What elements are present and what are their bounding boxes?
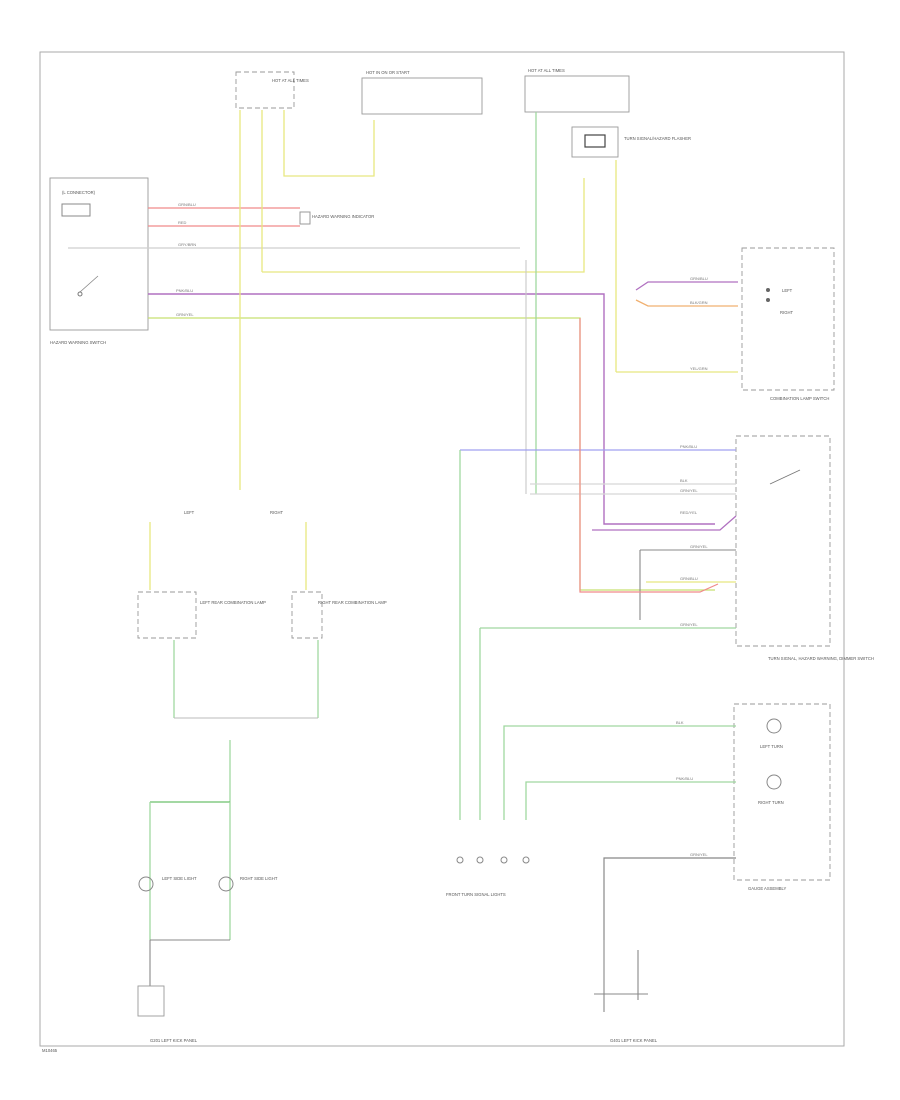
wire-label-9: PNK/BLU bbox=[680, 444, 697, 449]
wire-label-10: BLK bbox=[680, 478, 688, 483]
wire-label-8: BLK/GRN bbox=[690, 300, 708, 305]
left-turn-indicator-label: LEFT TURN bbox=[760, 744, 783, 749]
wire-label-2: RED bbox=[178, 220, 187, 225]
front-turn-lights: FRONT TURN SIGNAL LIGHTS bbox=[446, 856, 530, 897]
wire-label-5: GRN/YEL bbox=[176, 312, 194, 317]
combination-lamp-switch: LEFT RIGHT COMBINATION LAMP SWITCH GRN/B… bbox=[635, 247, 835, 401]
wire-label-18: GRN/YEL bbox=[690, 852, 708, 857]
wire-label-7: GRN/BLU bbox=[690, 276, 708, 281]
wire-label-1: GRN/BLU bbox=[178, 202, 196, 207]
wire-label-13: GRN/YEL bbox=[690, 544, 708, 549]
section-right-label: RIGHT bbox=[270, 510, 283, 515]
combo-right-label: RIGHT REAR COMBINATION LAMP bbox=[318, 600, 387, 605]
ground-left: G201 LEFT KICK PANEL bbox=[137, 985, 198, 1043]
dimmer-left-label: LEFT bbox=[782, 288, 793, 293]
combo-left-label: LEFT REAR COMBINATION LAMP bbox=[200, 600, 266, 605]
fuse-block-a: HOT AT ALL TIMES bbox=[235, 71, 309, 109]
hazard-switch-label: HAZARD WARNING SWITCH bbox=[50, 340, 106, 345]
ground-right: G401 LEFT KICK PANEL bbox=[594, 940, 658, 1043]
wire-label-12: RED/YEL bbox=[680, 510, 698, 515]
flasher-label: TURN SIGNAL/HAZARD FLASHER bbox=[624, 136, 691, 141]
hazard-switch-inner: (L CONNECTOR) bbox=[62, 190, 96, 195]
dimmer-switch-label: COMBINATION LAMP SWITCH bbox=[770, 396, 829, 401]
wire-label-17: PNK/BLU bbox=[676, 776, 693, 781]
wire-label-6: YEL/GRN bbox=[690, 366, 708, 371]
ground-right-label: G401 LEFT KICK PANEL bbox=[610, 1038, 658, 1043]
turn-switch-label: TURN SIGNAL, HAZARD WARNING, DIMMER SWIT… bbox=[768, 656, 874, 661]
dimmer-right-label: RIGHT bbox=[780, 310, 793, 315]
gauge-assembly: LEFT TURN RIGHT TURN BLK PNK/BLU GRN/YEL… bbox=[503, 703, 831, 940]
switch-to-dimmer-wires: PNK/BLU GRN/YEL bbox=[148, 288, 715, 591]
wire-label-16: BLK bbox=[676, 720, 684, 725]
right-side-lamp-label: RIGHT SIDE LIGHT bbox=[240, 876, 278, 881]
diagram-border bbox=[39, 51, 845, 1047]
yellow-feed-wires bbox=[239, 110, 585, 490]
hazard-relay-label: HAZARD WARNING INDICATOR bbox=[312, 214, 374, 219]
fuse-c-label: HOT AT ALL TIMES bbox=[528, 68, 565, 73]
turn-signal-switch: PNK/BLU BLK GRN/YEL RED/YEL GRN/YEL GRN/… bbox=[459, 318, 874, 820]
front-lights-label: FRONT TURN SIGNAL LIGHTS bbox=[446, 892, 506, 897]
wire-label-11: GRN/YEL bbox=[680, 488, 698, 493]
green-feed-wires: YEL/GRN bbox=[525, 112, 738, 494]
wire-label-3: GRY/BRN bbox=[178, 242, 196, 247]
hazard-switch: (L CONNECTOR) HAZARD WARNING SWITCH bbox=[49, 177, 149, 345]
fuse-b-label: HOT IN ON OR START bbox=[366, 70, 410, 75]
flasher-box: TURN SIGNAL/HAZARD FLASHER bbox=[571, 126, 691, 158]
fuse-a-label: HOT AT ALL TIMES bbox=[272, 78, 309, 83]
section-left-label: LEFT bbox=[184, 510, 195, 515]
wire-label-4: PNK/BLU bbox=[176, 288, 193, 293]
gauge-assembly-label: GAUGE ASSEMBLY bbox=[748, 886, 787, 891]
wire-label-15: GRN/YEL bbox=[680, 622, 698, 627]
hazard-red-wires: GRN/BLU RED GRY/BRN HAZARD WARNING INDIC… bbox=[68, 202, 520, 249]
ground-left-label: G201 LEFT KICK PANEL bbox=[150, 1038, 198, 1043]
fuse-block-b: HOT IN ON OR START bbox=[361, 70, 483, 115]
wire-label-14: GRN/BLU bbox=[680, 576, 698, 581]
right-turn-indicator-label: RIGHT TURN bbox=[758, 800, 784, 805]
fuse-block-c: HOT AT ALL TIMES bbox=[524, 68, 630, 113]
diagram-code: M10465 bbox=[42, 1048, 58, 1053]
side-lamp-section: LEFT RIGHT LEFT REAR COMBINATION LAMP RI… bbox=[137, 510, 387, 986]
left-side-lamp-label: LEFT SIDE LIGHT bbox=[162, 876, 197, 881]
